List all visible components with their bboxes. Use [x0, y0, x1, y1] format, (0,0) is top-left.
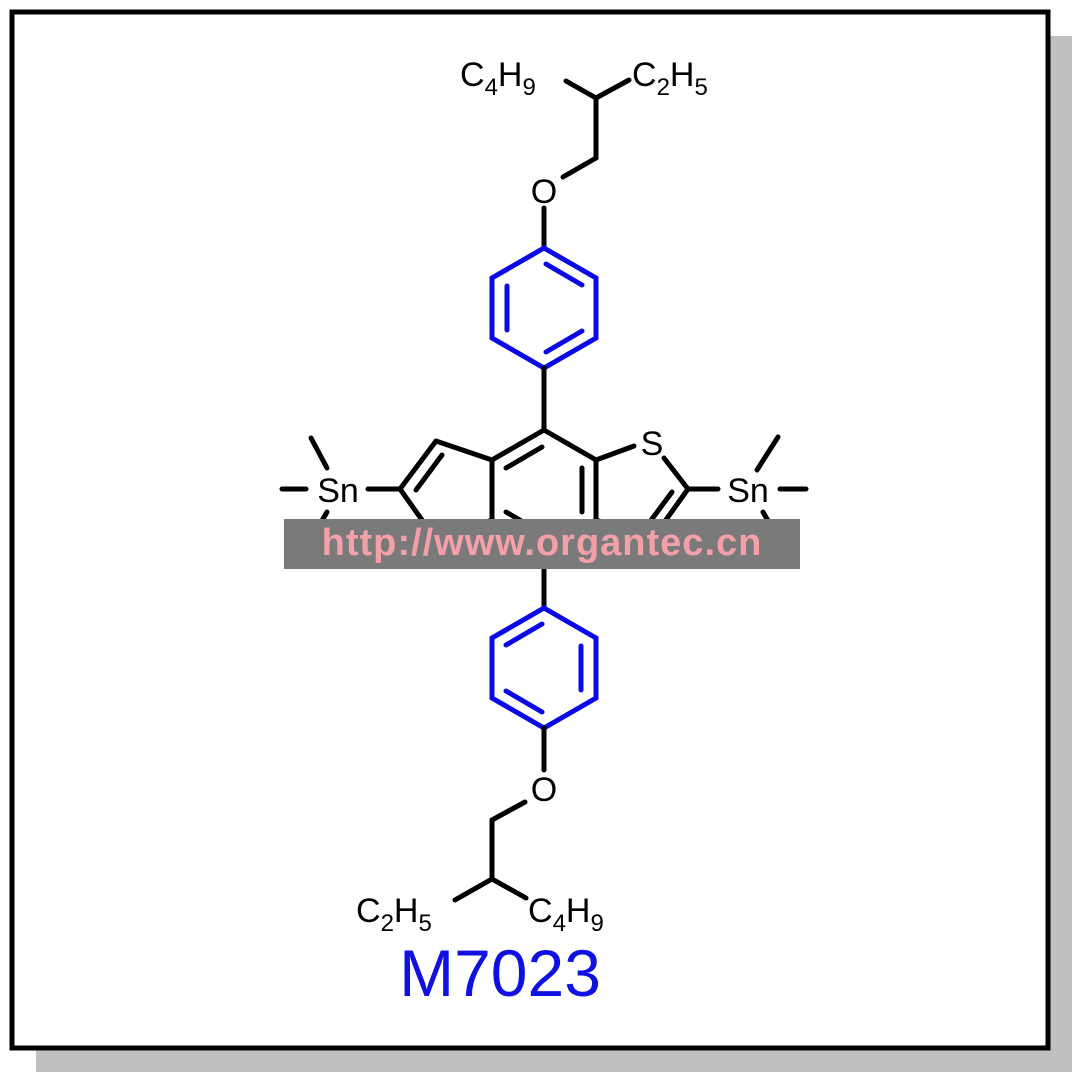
formula-element: C: [356, 892, 381, 930]
bond: [308, 435, 330, 471]
watermark: http://www.organtec.cn: [284, 519, 800, 569]
formula-subscript: 2: [657, 74, 670, 101]
tin-atom-left: Sn: [317, 472, 359, 510]
formula-element: H: [394, 892, 419, 930]
formula-element: H: [498, 56, 523, 94]
substituent-bottom-left: C2H5: [356, 892, 432, 937]
formula-element: C: [632, 56, 657, 94]
formula-subscript: 9: [590, 910, 603, 937]
sulfur-atom-right: S: [641, 425, 664, 463]
formula-subscript: 2: [381, 910, 394, 937]
formula-subscript: 5: [694, 74, 707, 101]
bottom-alkoxy-chain: [452, 725, 547, 903]
double-bond: [413, 452, 445, 493]
substituent-bottom-right: C4H9: [528, 892, 604, 937]
double-bond: [503, 688, 545, 715]
formula-element: H: [670, 56, 695, 94]
bond: [397, 438, 439, 492]
bond: [397, 486, 425, 523]
oxygen-atom-bottom: O: [531, 771, 557, 809]
formula-element: H: [566, 892, 591, 930]
formula-subscript: 5: [418, 910, 431, 937]
double-bond: [503, 444, 545, 471]
formula-subscript: 4: [485, 74, 498, 101]
bond: [593, 443, 637, 463]
formula-subscript: 4: [553, 910, 566, 937]
formula-element: C: [460, 56, 485, 94]
bond: [661, 455, 691, 492]
oxygen-atom-top: O: [531, 173, 557, 211]
substituent-top-left: C4H9: [460, 56, 536, 101]
double-bond: [543, 328, 585, 355]
watermark-band: [284, 519, 800, 569]
bond: [489, 799, 528, 823]
tin-atom-right: Sn: [727, 472, 769, 510]
double-bond: [543, 261, 585, 288]
substituent-top-right: C2H5: [632, 56, 708, 101]
top-alkoxy-chain: [541, 77, 632, 251]
bond: [560, 155, 599, 180]
bond: [593, 77, 632, 101]
bond: [489, 876, 529, 901]
formula-subscript: 9: [522, 74, 535, 101]
watermark-text: http://www.organtec.cn: [322, 522, 763, 564]
bond: [452, 876, 495, 903]
bond: [433, 438, 495, 463]
double-bond: [503, 621, 545, 648]
bond: [563, 78, 599, 101]
formula-element: C: [528, 892, 553, 930]
compound-code: M7023: [399, 936, 601, 1010]
bond: [754, 434, 781, 473]
